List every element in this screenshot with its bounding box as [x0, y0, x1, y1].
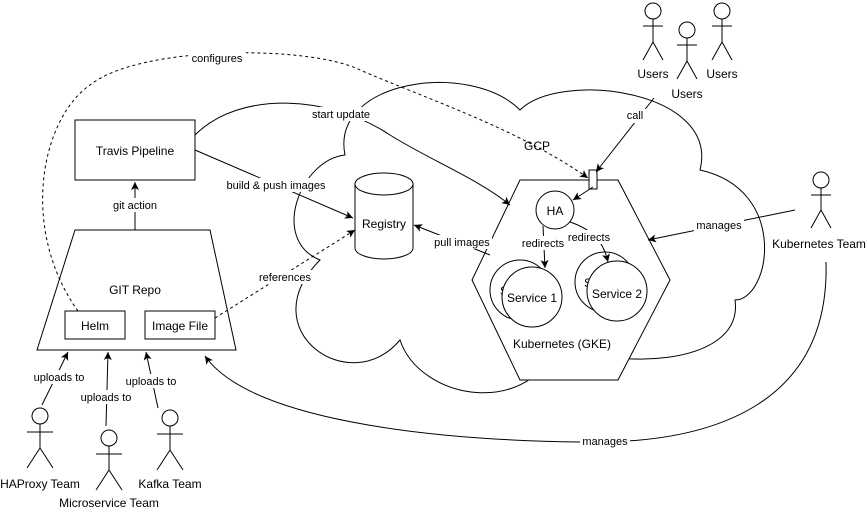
svg-text:Service 1: Service 1: [507, 291, 557, 305]
kubernetes-hexagon: [471, 179, 671, 381]
helm-label: Helm: [81, 319, 109, 333]
edge-git-action-label: git action: [113, 200, 157, 212]
actor-users-2: [676, 21, 698, 80]
edge-start-update-label: start update: [312, 109, 370, 121]
edge-pull-images-label: pull images: [434, 237, 490, 249]
actor-kubernetes-team: [810, 171, 832, 229]
edge-manages-git: [204, 261, 827, 443]
edge-uploads-microservice-label: uploads to: [81, 392, 132, 404]
edge-manages-git-label: manages: [582, 436, 628, 448]
edge-call-label: call: [627, 110, 644, 122]
actor-users-1: [642, 2, 664, 61]
edge-port-ha: [572, 186, 594, 201]
service1-node: S Service 1: [489, 259, 563, 328]
git-repo-label: GIT Repo: [109, 283, 161, 297]
edge-uploads-microservice: [103, 351, 112, 427]
actor-microservice-team: [95, 429, 123, 491]
actor-users-1-label: Users: [637, 67, 668, 81]
helm-box: [64, 310, 126, 340]
edge-redirects-2-label: redirects: [568, 232, 611, 244]
actor-users-3-label: Users: [706, 67, 737, 81]
actor-kafka-team-label: Kafka Team: [138, 477, 201, 491]
actor-users-2-label: Users: [671, 87, 702, 101]
ha-node: [535, 190, 575, 230]
ingress-port: [588, 169, 598, 190]
edge-manages-k8s-label: manages: [696, 220, 742, 232]
edge-references-label: references: [259, 272, 311, 284]
edge-uploads-kafka-label: uploads to: [126, 376, 177, 388]
image-file-box: [144, 310, 216, 340]
travis-pipeline-box: [74, 119, 196, 181]
svg-text:Service 2: Service 2: [592, 287, 642, 301]
edge-build-push-label: build & push images: [226, 180, 326, 192]
travis-pipeline-label: Travis Pipeline: [96, 144, 175, 158]
edge-configures-label: configures: [192, 53, 243, 65]
ha-label: HA: [547, 204, 564, 218]
edge-start-update: [194, 102, 511, 206]
service2-node: S Service 2: [574, 251, 648, 322]
edge-uploads-haproxy-label: uploads to: [34, 372, 85, 384]
kubernetes-label: Kubernetes (GKE): [513, 337, 611, 351]
actor-microservice-team-label: Microservice Team: [59, 496, 159, 510]
actor-haproxy-team: [26, 407, 54, 469]
gcp-label: GCP: [524, 139, 550, 153]
svg-text:Registry: Registry: [362, 217, 406, 231]
image-file-label: Image File: [152, 319, 208, 333]
actor-haproxy-team-label: HAProxy Team: [0, 477, 80, 491]
registry-node: Registry: [354, 172, 414, 260]
actor-kubernetes-team-label: Kubernetes Team: [772, 237, 866, 251]
actor-kafka-team: [156, 409, 184, 471]
edge-redirects-1-label: redirects: [522, 238, 565, 250]
actor-users-3: [711, 2, 733, 61]
